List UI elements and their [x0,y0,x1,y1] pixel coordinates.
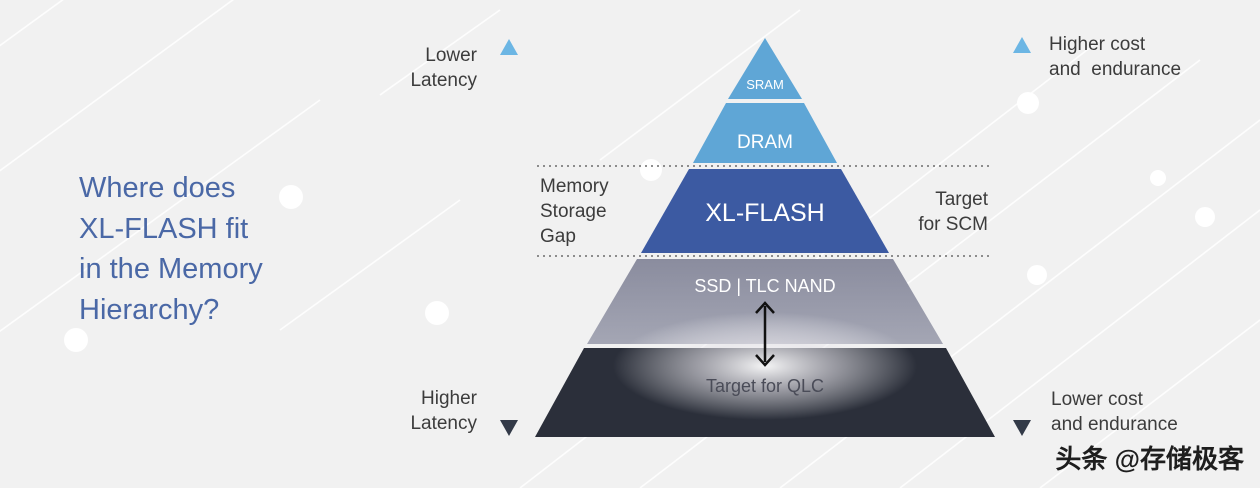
question-line: Where does [79,172,236,204]
memory-storage-gap-label: Memory Storage Gap [540,176,609,247]
higher-cost-label: Higher cost and endurance [1049,34,1182,80]
level-xlflash [641,169,889,253]
level-dram [693,103,837,163]
question-line: XL-FLASH fit [79,212,249,245]
label-dram: DRAM [737,132,793,153]
lower-latency-label: Lower Latency [410,45,477,91]
latency-arrow [500,39,518,436]
cost-arrow [1013,37,1031,436]
level-sram [728,38,802,99]
question-line: in the Memory [79,253,263,285]
question-line: Hierarchy? [79,293,220,326]
headline-question: Where does XL-FLASH fit in the Memory Hi… [79,168,379,330]
watermark: 头条 @存储极客 [1055,444,1244,474]
lower-cost-label: Lower cost and endurance [1051,389,1178,435]
label-sram: SRAM [746,77,784,92]
label-xlflash: XL-FLASH [705,199,824,227]
target-scm-label: Target for SCM [918,189,988,235]
double-arrow-icon [755,301,775,367]
higher-latency-label: Higher Latency [410,388,477,434]
label-qlc: Target for QLC [706,376,824,396]
label-tlc: SSD | TLC NAND [694,276,835,296]
